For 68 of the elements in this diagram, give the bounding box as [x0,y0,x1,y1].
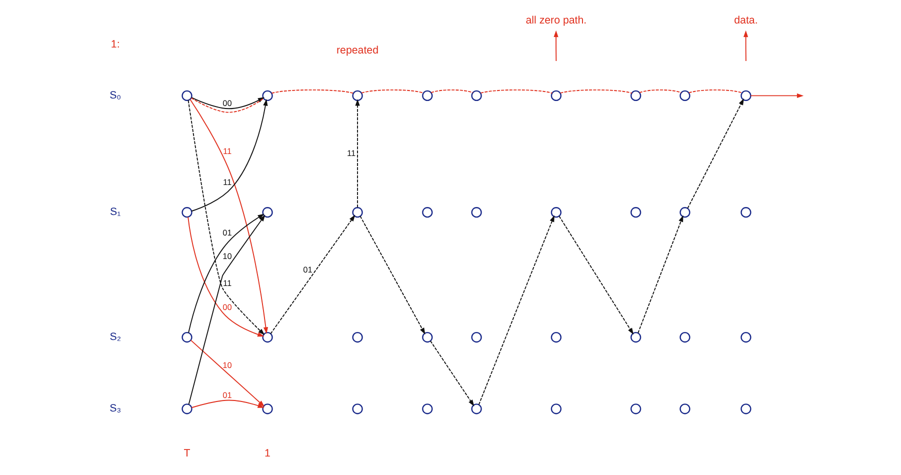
node-circle [352,332,362,343]
node-circle [181,90,192,102]
node-circle [181,207,192,218]
node-circle [679,404,690,414]
node-circle [470,207,482,218]
node-circle [740,207,751,218]
node-circle [630,332,641,343]
node-circle [352,207,362,218]
arrow [270,214,355,334]
node-text: all zero path. [525,14,586,27]
node-circle [262,404,272,414]
node-circle [181,404,192,414]
node-circle [550,207,562,218]
node-circle [262,332,272,343]
label: S₃ [109,402,121,415]
label: T [183,448,190,460]
node-circle [740,90,751,102]
arrow [750,93,804,98]
node-circle [262,90,272,102]
node-circle [630,90,641,102]
arrow [354,99,360,208]
label: S₀ [109,89,121,102]
node-circle [422,404,432,414]
node-circle [262,207,272,218]
node-circle [740,404,751,414]
connector [480,89,552,94]
connector [360,89,424,94]
connector [688,89,742,94]
label: S₁ [110,206,120,218]
arrow [478,215,554,406]
arrow [359,216,425,334]
label: 1: [110,38,120,50]
node-circle [740,332,751,343]
arrow [686,98,744,209]
arrow [553,30,558,62]
arrow [190,99,268,212]
connector [638,89,682,94]
node-circle [470,332,482,343]
arrow [558,216,634,335]
arrow [190,400,264,408]
arrow [429,340,474,406]
arrow [188,214,265,405]
node-circle [550,332,562,343]
node-circle [181,332,192,343]
node-circle [550,90,562,102]
node-text: data. [734,14,758,27]
node-circle [352,404,362,414]
label: 1 [264,448,270,460]
node-circle [630,207,641,218]
connector [270,89,354,94]
node-circle [679,332,690,343]
node-circle [679,90,690,102]
label: repeated [336,44,378,56]
node-circle [550,404,562,414]
arrow [742,30,748,62]
connector [430,89,473,94]
node-circle [679,207,690,218]
arrow [637,215,683,334]
connector [559,89,632,94]
node-circle [422,207,432,218]
label: S₂ [109,330,120,343]
node-circle [352,90,362,102]
node-circle [470,404,482,414]
node-circle [422,332,432,343]
node-circle [470,90,482,102]
node-circle [422,90,432,102]
arrow [190,340,264,407]
node-circle [630,404,641,414]
